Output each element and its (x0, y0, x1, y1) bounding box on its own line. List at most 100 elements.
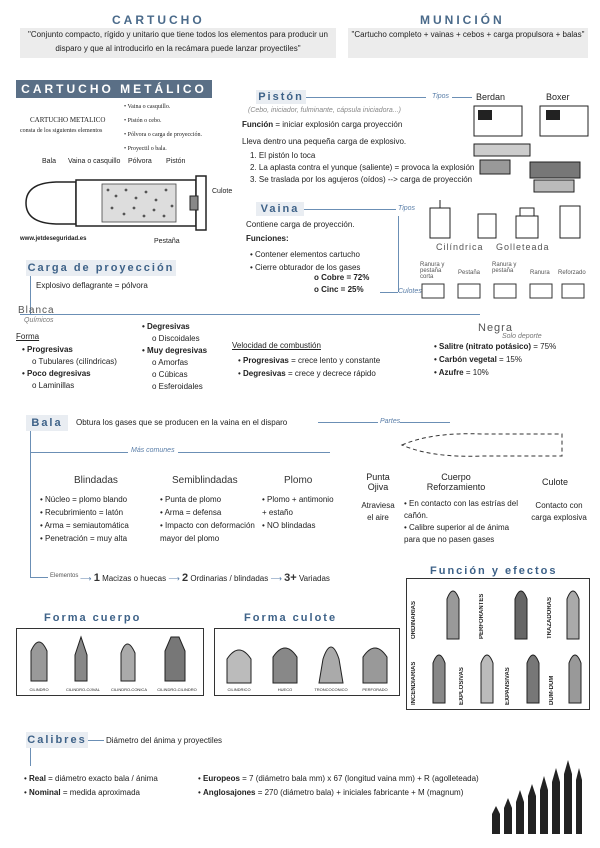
label-bala: Bala (42, 158, 57, 165)
piston-type-berdan: Berdan (476, 92, 506, 102)
list-item: NO blindadas (262, 519, 336, 532)
calibres-desc: Diámetro del ánima y proyectiles (106, 736, 223, 745)
list-item: Tubulares (cilíndricas) (22, 356, 117, 368)
plomo-title: Plomo (284, 475, 313, 486)
connector (318, 422, 378, 423)
forma-culote-label: PERFORADO (362, 687, 388, 692)
calibres-list-left: Real = diámetro exacto bala / ánima Nomi… (24, 772, 158, 800)
connector (304, 209, 396, 210)
list-item: Esferoidales (142, 381, 207, 393)
blindadas-list: Núcleo = plomo blando Recubrimiento = la… (40, 493, 129, 545)
case-drawing (429, 200, 581, 239)
carga-desc: Explosivo deflagrante = pólvora (36, 281, 148, 290)
carga-blanca-sub: Químicos (24, 317, 54, 324)
list-item: Carbón vegetal = 15% (434, 353, 556, 366)
metalico-title: CARTUCHO METÁLICO (16, 80, 212, 98)
municion-title: MUNICIÓN (420, 13, 505, 27)
forma-cuerpo-label: CILINDRO-CILINDRO (157, 687, 197, 692)
municion-definition: "Cartucho completo + vainas + cebos + ca… (348, 28, 588, 58)
connector (400, 422, 450, 423)
label-culote: Culote (212, 188, 233, 195)
piston-steps: 1. El pistón lo toca 2. La aplasta contr… (250, 150, 474, 186)
connector (88, 740, 104, 741)
vaina-culotes-label: Culotes (398, 288, 422, 295)
part-culote-desc: Contacto con carga explosiva (531, 501, 587, 522)
forma-list: Progresivas Tubulares (cilíndricas) Poco… (22, 344, 117, 392)
part-cuerpo-title: Cuerpo Reforzamiento (426, 472, 486, 492)
list-item: Núcleo = plomo blando (40, 493, 129, 506)
culote-type: Ranura y pestaña corta (420, 262, 445, 280)
carga-title: Carga de proyección (26, 260, 176, 276)
velocidad-title: Velocidad de combustión (232, 341, 321, 350)
piston-step: 2. La aplasta contra el yunque (saliente… (250, 163, 475, 172)
list-item: En contacto con las estrías del cañón. (404, 498, 520, 522)
forma-cuerpo-title: Forma cuerpo (44, 612, 142, 624)
list-item: Degresivas (142, 321, 207, 333)
list-item: Nominal = medida aproximada (24, 786, 158, 800)
culote-type: Ranura y pestaña (492, 262, 517, 274)
calibres-list-right: Europeos = 7 (diámetro bala mm) x 67 (lo… (198, 772, 479, 800)
bala-elementos: ⟶ 1 Macizas o huecas ⟶ 2 Ordinarias / bl… (80, 572, 330, 584)
carga-negra-sub: Solo deporte (502, 333, 542, 340)
connector (452, 97, 472, 98)
piston-funcion: Función = iniciar explosión carga proyec… (242, 120, 402, 129)
list-item: Europeos = 7 (diámetro bala mm) x 67 (lo… (198, 772, 479, 786)
list-item: Impacto con deformación mayor del plomo (160, 519, 256, 545)
piston-title: Pistón (256, 90, 306, 104)
culote-type: Reforzado (558, 270, 586, 276)
list-item: Calibre superior al de ánima para que no… (404, 522, 520, 546)
label-polvora: Pólvora (128, 158, 152, 165)
cartridge-drawing (25, 175, 207, 231)
plomo-list: Plomo + antimonio + estaño NO blindadas (262, 493, 336, 532)
forma-culote-title: Forma culote (244, 612, 338, 624)
metalico-diagram: CARTUCHO METALICO consta de los siguient… (16, 98, 232, 250)
list-item: Muy degresivas (142, 345, 207, 357)
list-item: Recubrimiento = latón (40, 506, 129, 519)
list-item: Proyectil o bala. (124, 142, 202, 156)
vaina-desc: Contiene carga de proyección. (246, 220, 355, 229)
list-item: Poco degresivas (22, 368, 117, 380)
list-item: Anglosajones = 270 (diámetro bala) + ini… (198, 786, 479, 800)
culote-types: Ranura y pestaña corta Pestaña Ranura y … (420, 262, 592, 302)
forma-cuerpo-label: CILINDRO (29, 687, 49, 692)
metalico-img-sub: consta de los siguientes elementos (20, 128, 103, 134)
connector (30, 431, 31, 577)
connector (30, 276, 31, 314)
connector (398, 216, 399, 292)
semiblindadas-list: Punta de plomo Arma = defensa Impacto co… (160, 493, 256, 545)
list-item: Pistón o cebo. (124, 114, 202, 128)
part-cuerpo-list: En contacto con las estrías del cañón. C… (404, 498, 520, 546)
cartucho-definition: "Conjunto compacto, rígido y unitario qu… (20, 28, 336, 58)
list-item: Contener elementos cartucho (250, 248, 360, 261)
metalico-img-list: Vaina o casquillo. Pistón o cebo. Pólvor… (124, 100, 202, 156)
semiblindadas-title: Semiblindadas (172, 475, 238, 486)
connector (30, 577, 48, 578)
part-punta-desc: Atraviesa el aire (361, 501, 395, 522)
bala-elementos-label: Elementos (50, 573, 79, 579)
vaina-funciones-label: Funciones: (246, 234, 289, 243)
list-item: Cúbicas (142, 369, 207, 381)
piston-funcion-text: = iniciar explosión carga proyección (273, 120, 403, 129)
connector (30, 748, 31, 766)
bala-comunes-label: Más comunes (128, 447, 178, 454)
metalico-url: www.jetdeseguridad.es (20, 236, 87, 242)
vaina-functions: Contener elementos cartucho Cierre obtur… (250, 248, 360, 274)
carga-forma: Forma (16, 332, 40, 341)
calibres-title: Calibres (26, 732, 88, 748)
forma-cuerpo-panel: CILINDRO CILINDRO-OJIVAL CILINDRO-CONICA… (16, 628, 204, 696)
piston-type-boxer: Boxer (546, 92, 570, 102)
blindadas-title: Blindadas (74, 475, 118, 486)
velocidad-list: Progresivas = crece lento y constante De… (238, 354, 380, 380)
connector (380, 292, 398, 293)
list-item: Arma = defensa (160, 506, 256, 519)
piston-tipos-label: Tipos (432, 93, 450, 100)
list-item: Plomo + antimonio + estaño (262, 493, 336, 519)
list-item: Pólvora o carga de proyección. (124, 128, 202, 142)
negra-list: Salitre (nitrato potásico) = 75% Carbón … (434, 340, 556, 379)
list-item: Salitre (nitrato potásico) = 75% (434, 340, 556, 353)
list-item: Penetración = muy alta (40, 532, 129, 545)
vaina-type-golleteada: Golleteada (496, 242, 550, 252)
funcion-title: Función y efectos (430, 565, 558, 577)
carga-blanca: Blanca (18, 305, 55, 316)
part-punta-title: Punta Ojiva (366, 472, 390, 492)
